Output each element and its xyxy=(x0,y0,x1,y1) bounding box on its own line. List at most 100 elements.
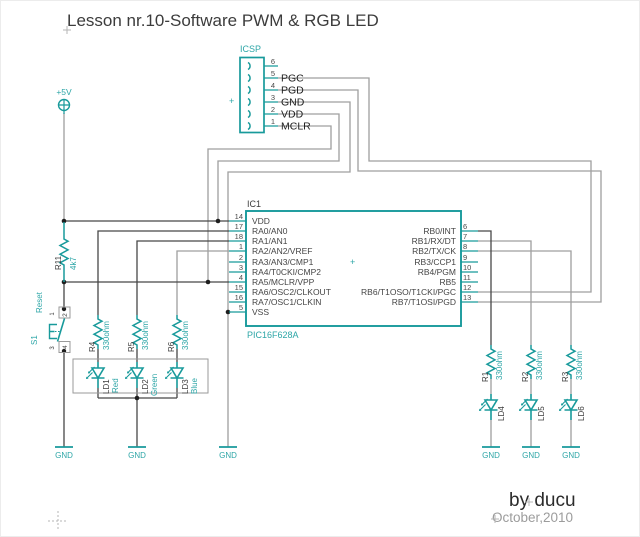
gnd-label-5: GND xyxy=(522,451,540,460)
svg-text:RB3/CCP1: RB3/CCP1 xyxy=(414,257,456,267)
resistor-r6-ref: R6 xyxy=(167,341,176,352)
icsp-connector: ICSP + 6 5 4 3 2 1 PGC PGD GND VDD MCLR xyxy=(229,44,311,134)
resistor-r5-ref: R5 xyxy=(127,341,136,352)
net-label-pgc: PGC xyxy=(281,73,304,85)
svg-text:1: 1 xyxy=(239,242,243,251)
icsp-pin-number-4: 4 xyxy=(271,81,275,90)
vcc-label: +5V xyxy=(56,87,72,97)
led-ld4-ref: LD4 xyxy=(497,406,506,421)
rgb-led-package-outline xyxy=(72,358,209,394)
svg-text:RA6/OSC2/CLKOUT: RA6/OSC2/CLKOUT xyxy=(252,287,331,297)
led-ld1-ref: LD1 xyxy=(102,379,111,394)
svg-text:5: 5 xyxy=(239,303,243,312)
switch-pin-1: 1 xyxy=(50,312,56,316)
resistor-r1: R1 330ohm xyxy=(481,345,504,382)
resistor-r4-ref: R4 xyxy=(88,341,97,352)
svg-text:RA0/AN0: RA0/AN0 xyxy=(252,226,288,236)
resistor-r2-value: 330ohm xyxy=(535,351,544,380)
resistor-r1-value: 330ohm xyxy=(495,351,504,380)
net-label-pgd: PGD xyxy=(281,85,304,97)
svg-text:RB2/TX/CK: RB2/TX/CK xyxy=(412,246,456,256)
ic1-plus-mark: + xyxy=(350,257,355,267)
led-ld5-ref: LD5 xyxy=(537,406,546,421)
led-ld1: LD1 Red xyxy=(85,361,120,394)
resistor-r3-ref: R3 xyxy=(561,371,570,382)
gnd-label-2: GND xyxy=(128,451,146,460)
resistor-r1-ref: R1 xyxy=(481,371,490,382)
net-label-vdd: VDD xyxy=(281,109,304,121)
svg-text:RB7/T1OSI/PGD: RB7/T1OSI/PGD xyxy=(392,297,456,307)
resistor-r6-value: 330ohm xyxy=(181,321,190,350)
icsp-pin-number-3: 3 xyxy=(271,93,275,102)
switch-pin-2: 2 xyxy=(62,313,69,317)
svg-text:10: 10 xyxy=(463,263,471,272)
switch-pin-3: 3 xyxy=(50,346,56,350)
resistor-r2: R2 330ohm xyxy=(521,345,544,382)
svg-text:12: 12 xyxy=(463,283,471,292)
icsp-plus-mark: + xyxy=(229,96,234,106)
resistor-r11-value: 4k7 xyxy=(69,257,78,270)
led-ld6-ref: LD6 xyxy=(577,406,586,421)
vcc-supply-symbol: +5V xyxy=(56,87,72,114)
resistor-r4: R4 330ohm xyxy=(88,315,111,352)
svg-text:RB6/T1OSO/T1CKI/PGC: RB6/T1OSO/T1CKI/PGC xyxy=(361,287,456,297)
icsp-name: ICSP xyxy=(240,44,261,54)
icsp-pin-hooks xyxy=(247,61,251,131)
ic1-microcontroller: IC1 PIC16F628A + 14 17 18 1 2 3 4 15 16 … xyxy=(229,199,478,340)
svg-text:9: 9 xyxy=(463,253,467,262)
title-origin-cross xyxy=(63,26,71,34)
led-ld5: LD5 xyxy=(518,393,546,421)
switch-ref-s1: S1 xyxy=(30,335,39,345)
sheet-origin-cross xyxy=(48,511,68,531)
led-ld6: LD6 xyxy=(558,393,586,421)
credit-author: by ducu xyxy=(509,490,576,511)
resistor-r11: R11 4k7 xyxy=(54,222,78,282)
svg-text:RA3/AN3/CMP1: RA3/AN3/CMP1 xyxy=(252,257,314,267)
led-ld2-color: Green xyxy=(150,374,159,396)
svg-text:RA7/OSC1/CLKIN: RA7/OSC1/CLKIN xyxy=(252,297,321,307)
resistor-r5: R5 330ohm xyxy=(127,315,150,352)
switch-label-reset: Reset xyxy=(35,291,44,313)
svg-text:VDD: VDD xyxy=(252,216,270,226)
credit-date-origin-cross xyxy=(491,515,499,523)
gnd-symbols: GND GND GND GND GND GND xyxy=(54,446,581,460)
svg-text:RA4/T0CKI/CMP2: RA4/T0CKI/CMP2 xyxy=(252,267,321,277)
svg-text:8: 8 xyxy=(463,242,467,251)
net-label-gnd: GND xyxy=(281,97,305,109)
svg-text:15: 15 xyxy=(235,283,243,292)
led-ld2-ref: LD2 xyxy=(141,379,150,394)
icsp-pin-number-6: 6 xyxy=(271,57,275,66)
led-ld1-color: Red xyxy=(111,378,120,393)
svg-text:14: 14 xyxy=(235,212,243,221)
gnd-label-6: GND xyxy=(562,451,580,460)
svg-text:2: 2 xyxy=(239,253,243,262)
resistor-r5-value: 330ohm xyxy=(141,321,150,350)
svg-text:17: 17 xyxy=(235,222,243,231)
svg-text:RB0/INT: RB0/INT xyxy=(423,226,456,236)
ic1-left-pin-names: VDD RA0/AN0 RA1/AN1 RA2/AN2/VREF RA3/AN3… xyxy=(252,216,331,317)
led-ld3: LD3 Blue xyxy=(164,361,199,394)
led-ld2: LD2 Green xyxy=(124,361,159,396)
resistor-r2-ref: R2 xyxy=(521,371,530,382)
icsp-pin-number-1: 1 xyxy=(271,117,275,126)
ic1-part-number: PIC16F628A xyxy=(247,330,299,340)
svg-text:11: 11 xyxy=(463,273,471,282)
svg-text:7: 7 xyxy=(463,232,467,241)
led-ld3-color: Blue xyxy=(190,377,199,394)
switch-pin-4: 4 xyxy=(62,345,69,349)
gnd-label-1: GND xyxy=(55,451,73,460)
icsp-pin-number-2: 2 xyxy=(271,105,275,114)
resistor-r6: R6 330ohm xyxy=(167,315,190,352)
reset-switch-s1: Reset S1 2 4 1 3 xyxy=(30,291,71,353)
ic1-right-pin-names: RB0/INT RB1/RX/DT RB2/TX/CK RB3/CCP1 RB4… xyxy=(361,226,456,307)
svg-text:RA1/AN1: RA1/AN1 xyxy=(252,236,288,246)
resistor-r4-value: 330ohm xyxy=(102,321,111,350)
credit-author-origin-cross xyxy=(525,498,533,506)
svg-text:RA5/MCLR/VPP: RA5/MCLR/VPP xyxy=(252,277,315,287)
led-ld3-ref: LD3 xyxy=(181,379,190,394)
junction-dots xyxy=(61,218,231,401)
schematic-title: Lesson nr.10-Software PWM & RGB LED xyxy=(67,11,379,30)
svg-text:RA2/AN2/VREF: RA2/AN2/VREF xyxy=(252,246,312,256)
